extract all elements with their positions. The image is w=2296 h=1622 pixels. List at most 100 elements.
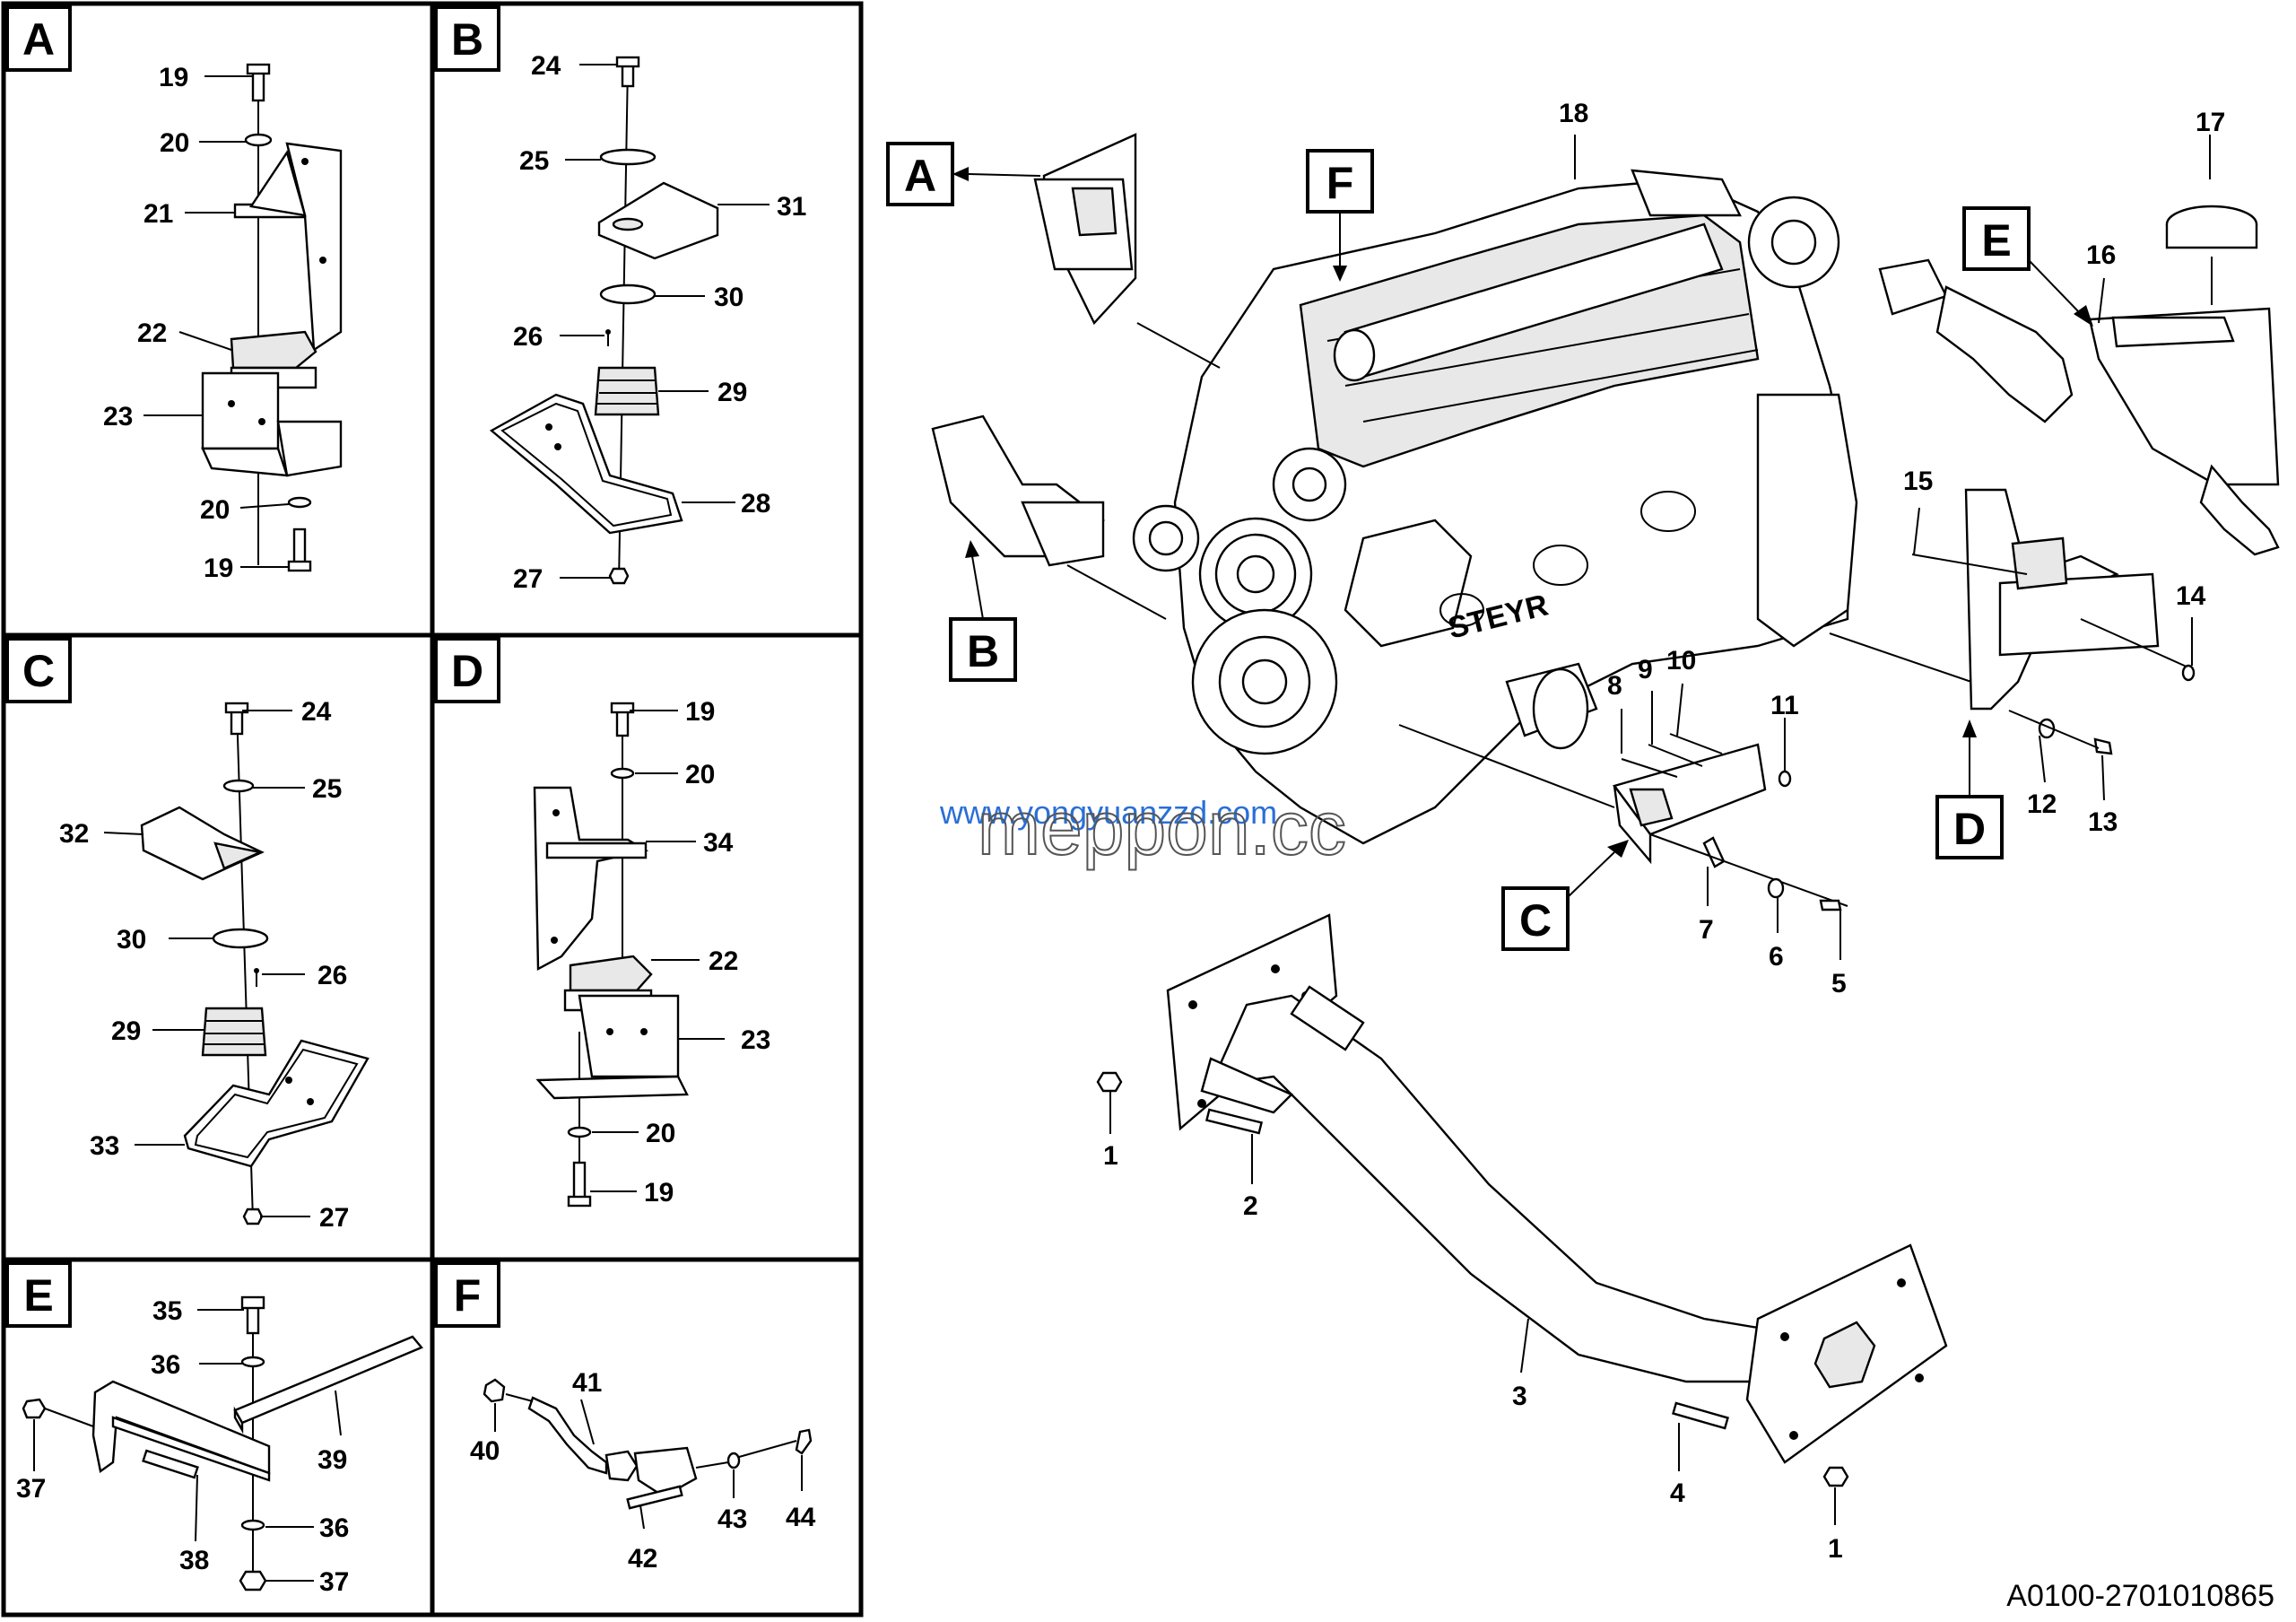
callout: 40 (470, 1436, 500, 1466)
main-tag-e: E (1962, 206, 2093, 327)
callout: 13 (2088, 807, 2118, 837)
bracket-a (1033, 133, 1221, 369)
panel-tag-f: F (434, 1261, 500, 1328)
panel-tag-a: A (5, 5, 72, 72)
callout: 16 (2086, 240, 2116, 270)
callout: 19 (644, 1178, 674, 1208)
panel-b-callouts: 24 25 31 30 26 29 28 27 (513, 51, 806, 594)
callout: 31 (777, 192, 806, 222)
panel-a-callouts: 19 20 21 22 23 20 19 (103, 63, 233, 583)
callout: 27 (319, 1203, 349, 1233)
callout: 5 (1831, 969, 1847, 998)
reference-code: A0100-2701010865 (2006, 1579, 2274, 1613)
callout: 9 (1638, 655, 1653, 685)
callout: 10 (1666, 646, 1696, 676)
panel-tag-b: B (434, 5, 500, 72)
panel-b-drawing (489, 56, 770, 585)
callout: 7 (1699, 915, 1714, 945)
svg-text:B: B (967, 626, 999, 676)
svg-text:C: C (22, 646, 55, 696)
panel-tag-c: C (5, 637, 72, 703)
callout: 41 (572, 1368, 602, 1398)
callout: 8 (1607, 671, 1622, 701)
callout: 6 (1769, 942, 1784, 972)
panel-c-drawing (103, 702, 370, 1225)
callout: 19 (685, 697, 715, 727)
svg-text:A: A (904, 151, 936, 201)
svg-text:D: D (451, 646, 483, 696)
watermark: www.yongyuanzzd.com meppon.cc (939, 785, 1347, 871)
panel-f-drawing (483, 1378, 813, 1530)
callout: 4 (1670, 1478, 1685, 1508)
panel-e-drawing (22, 1295, 423, 1591)
bracket-d (1829, 488, 2196, 755)
callout: 38 (179, 1546, 209, 1575)
main-tag-a: A (886, 142, 1041, 206)
svg-text:E: E (23, 1270, 53, 1321)
callout: 44 (786, 1503, 816, 1532)
engine-assembly: STEYR (1132, 169, 1858, 845)
callout: 22 (709, 946, 738, 976)
callout: 24 (531, 51, 561, 81)
panel-e-callouts: 35 36 39 37 38 36 37 (16, 1296, 349, 1597)
callout: 1 (1103, 1141, 1118, 1171)
main-leaders (1574, 135, 2211, 960)
callout: 19 (159, 63, 188, 92)
main-tag-b: B (949, 540, 1017, 682)
callout: 21 (144, 199, 173, 229)
panel-f-callouts: 41 40 42 43 44 (470, 1368, 816, 1574)
panel-c-callouts: 24 25 32 30 26 29 33 27 (59, 697, 349, 1233)
svg-text:E: E (1981, 215, 2011, 266)
svg-text:C: C (1519, 895, 1552, 946)
main-callouts: 18 17 16 15 14 12 13 8 9 10 11 7 6 5 1 2… (1103, 99, 2225, 1564)
callout: 30 (117, 925, 146, 955)
callout: 42 (628, 1544, 657, 1574)
callout: 37 (319, 1567, 349, 1597)
callout: 25 (312, 774, 342, 804)
callout: 2 (1243, 1191, 1258, 1221)
callout: 26 (513, 322, 543, 352)
callout: 11 (1770, 691, 1799, 720)
svg-text:meppon.cc: meppon.cc (978, 786, 1346, 870)
callout: 43 (718, 1504, 747, 1534)
panel-tag-d: D (434, 637, 500, 703)
callout: 33 (90, 1131, 119, 1161)
panel-d-drawing (533, 702, 725, 1208)
callout: 20 (685, 760, 715, 789)
panel-d-callouts: 19 20 34 22 23 20 19 (644, 697, 770, 1208)
callout: 20 (646, 1119, 675, 1148)
callout: 36 (319, 1513, 349, 1543)
callout: 20 (200, 495, 230, 525)
callout: 19 (204, 554, 233, 583)
cross-member (1096, 913, 1948, 1525)
callout: 20 (160, 128, 189, 158)
main-tag-c: C (1501, 840, 1629, 951)
callout: 14 (2176, 581, 2206, 611)
callout: 35 (152, 1296, 182, 1326)
callout: 25 (519, 146, 549, 176)
callout: 36 (151, 1350, 180, 1380)
callout: 23 (103, 402, 133, 432)
callout: 39 (317, 1445, 347, 1475)
svg-text:F: F (454, 1270, 482, 1321)
callout: 28 (741, 489, 770, 519)
callout: 18 (1559, 99, 1588, 128)
callout: 22 (137, 318, 167, 348)
callout: 1 (1828, 1534, 1843, 1564)
callout: 24 (301, 697, 332, 727)
svg-text:A: A (22, 14, 55, 65)
svg-text:B: B (451, 14, 483, 65)
callout: 30 (714, 283, 744, 312)
main-tag-f: F (1306, 149, 1374, 282)
panel-a-drawing (144, 63, 343, 572)
main-tag-d: D (1935, 719, 2004, 859)
callout: 32 (59, 819, 89, 849)
callout: 37 (16, 1474, 46, 1504)
svg-text:D: D (1953, 804, 1986, 854)
bracket-c (1398, 724, 1848, 911)
callout: 12 (2027, 789, 2057, 819)
svg-text:F: F (1326, 158, 1354, 208)
callout: 29 (111, 1016, 141, 1046)
callout: 17 (2196, 108, 2225, 137)
